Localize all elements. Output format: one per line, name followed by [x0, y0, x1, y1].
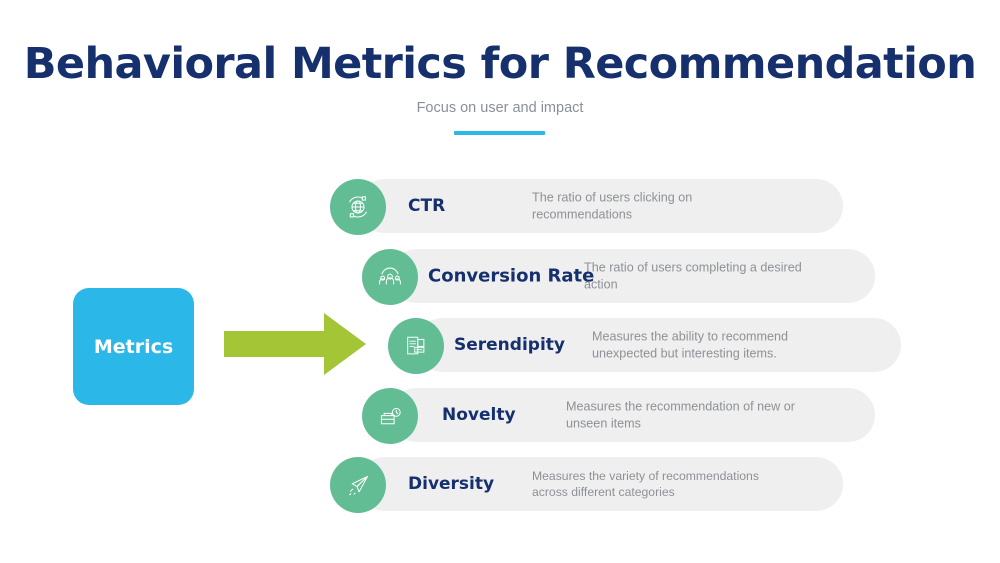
list-item-label: Conversion Rate [428, 265, 595, 287]
page-subtitle: Focus on user and impact [416, 100, 584, 117]
list-item-label: Diversity [408, 474, 495, 494]
right-arrow-icon [224, 313, 366, 375]
list-item-description: Measures the variety of recommendations … [532, 468, 759, 499]
slide-header: Behavioral Metrics for Recommendation Fo… [0, 0, 1000, 116]
list-item-label: Serendipity [454, 335, 565, 355]
paper-plane-icon [330, 457, 386, 513]
users-group-icon [362, 249, 418, 305]
row-pill [358, 179, 843, 233]
globe-network-icon [330, 179, 386, 235]
list-item-description: The ratio of users clicking on recommend… [532, 190, 693, 221]
row-pill [390, 388, 875, 442]
list-item-label: Novelty [442, 405, 516, 425]
list-item-label: CTR [408, 196, 446, 216]
box-clock-icon [362, 388, 418, 444]
row-pill [416, 318, 901, 372]
page-title: Behavioral Metrics for Recommendation [23, 39, 977, 89]
list-item-description: The ratio of users completing a desired … [584, 260, 802, 291]
row-pill [358, 457, 843, 511]
stacked-documents-icon [388, 318, 444, 374]
metrics-box-label: Metrics [93, 335, 174, 358]
accent-underline [454, 131, 545, 135]
metrics-box: Metrics [73, 288, 194, 405]
list-item-description: Measures the recommendation of new or un… [566, 399, 795, 430]
list-item-description: Measures the ability to recommend unexpe… [592, 329, 788, 360]
row-pill [390, 249, 875, 303]
